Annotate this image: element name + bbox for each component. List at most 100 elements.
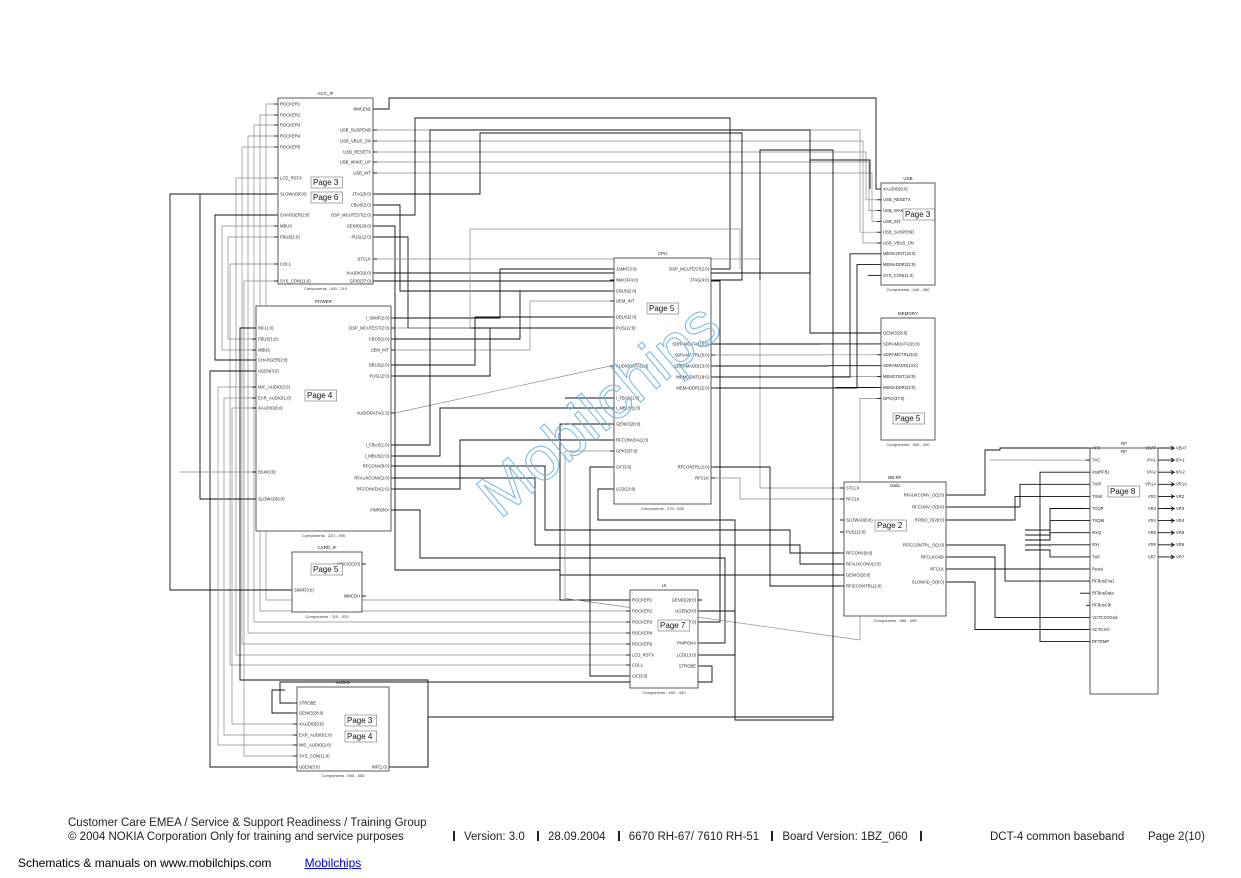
footer-models: 6670 RH-67/ 7610 RH-51 xyxy=(628,831,760,843)
pin-label: BSI#(3:0) xyxy=(258,469,276,474)
wire xyxy=(279,665,713,704)
wire xyxy=(394,365,611,414)
wire xyxy=(235,177,626,656)
pin-label: VR5 xyxy=(1148,530,1157,535)
pin-label: RFBusClk xyxy=(1092,603,1112,608)
wire xyxy=(253,124,626,623)
pin-label: PWRONX xyxy=(677,640,696,645)
page-label-box xyxy=(902,208,935,221)
bottom-text: Schematics & manuals on www.mobilchips.c… xyxy=(18,856,272,870)
page-label-box xyxy=(874,519,907,532)
pin-label: IotaRFB1 xyxy=(1092,470,1110,475)
wire xyxy=(377,97,877,190)
wire xyxy=(950,483,1086,508)
pin-label: AUDIODATA(1:3) xyxy=(357,410,390,415)
wire xyxy=(395,268,610,319)
pin-label: GENIO(28:0) xyxy=(846,572,871,577)
wire xyxy=(395,290,610,340)
page-label: Page 5 xyxy=(649,304,675,313)
pin-label: ROCKER5 xyxy=(280,144,301,149)
output-label: VR7 xyxy=(1176,554,1185,559)
pin-label: NMCIF(4:0) xyxy=(616,277,638,282)
pin-label: MIC_AUDIO(2:0) xyxy=(258,384,290,389)
pin-label: DBUS(2:0) xyxy=(616,314,637,319)
block-ui-title: UI xyxy=(662,583,667,588)
pin-label: DBUS(2:0) xyxy=(369,362,390,367)
wire xyxy=(395,228,741,329)
pin-label: LCD(13:0) xyxy=(616,486,636,491)
pin-label: I_MBUS(1:0) xyxy=(616,405,641,410)
pin-label: SLOWAD_O(6:0) xyxy=(912,579,945,584)
pin-label: RFCLK xyxy=(695,475,709,480)
pin-label: PWRONX xyxy=(370,507,389,512)
footer-board: Board Version: 1BZ_060 xyxy=(782,831,908,843)
block-power-title: POWER xyxy=(315,299,333,304)
pin-label: TXQP xyxy=(1092,506,1104,511)
pin-label: GENIO(28:0) xyxy=(883,330,908,335)
wire xyxy=(950,495,1086,521)
pin-label: GENIO(28:0) xyxy=(299,710,324,715)
pin-label: GENIO(28:0) xyxy=(672,597,697,602)
block-usb-outline xyxy=(880,182,936,286)
pin-label: RXQ xyxy=(1092,530,1102,535)
pin-label: SYS_CON(11:0) xyxy=(883,273,914,278)
pin-label: STROBE xyxy=(299,700,316,705)
pin-label: RFAUXCONV_O(2:0) xyxy=(904,492,945,497)
pin-label: VR4 xyxy=(1148,518,1157,523)
pin-label: I_MMCIO(3:0) xyxy=(333,561,360,566)
pin-label: GPIO(37:0) xyxy=(616,448,638,453)
pin-label: IPA1 xyxy=(1147,458,1156,463)
block-rf: RFRFAFCTXCIotaRFB1TXIPTXIMTXQPTXQMRXQRXI… xyxy=(1086,441,1187,695)
pin-label: VR3 xyxy=(1148,506,1157,511)
pin-label: MEMADDR(22:0) xyxy=(883,262,916,267)
pin-label: RFCLK xyxy=(846,496,860,501)
pin-label: INF(1:0) xyxy=(372,764,388,769)
wire xyxy=(950,581,1086,630)
pin-label: RFAUXCONV(2:0) xyxy=(846,561,881,566)
block-card-title: CARD_IF xyxy=(317,545,337,550)
pin-label: STCLK xyxy=(846,485,860,490)
pin-label: RFICCONTRL(2:0) xyxy=(846,583,882,588)
pin-label: SLOWAD(6:0) xyxy=(846,517,873,522)
wire xyxy=(393,716,833,768)
wire xyxy=(950,447,1086,496)
wire xyxy=(377,129,877,233)
wire xyxy=(395,407,610,457)
pin-label: RFCLK xyxy=(930,566,944,571)
pin-label: ROCKER3 xyxy=(632,619,653,624)
block-audio-outline xyxy=(296,686,390,772)
block-acc-components: Components : 100 - 210 xyxy=(304,286,348,291)
block-usb-components: Components : 440 - 450 xyxy=(887,287,931,292)
wire xyxy=(377,132,743,281)
pin-label: MEMCONT(18:0) xyxy=(676,374,709,379)
block-memory-title: MEMORY xyxy=(898,311,918,316)
wire xyxy=(214,214,274,361)
pin-label: RXI xyxy=(1092,542,1099,547)
pin-label: CBUS(2:0) xyxy=(351,202,372,207)
mobilchips-link[interactable]: Mobilchips xyxy=(304,856,362,870)
output-arrow xyxy=(1162,542,1176,548)
pin-label: GENIO(28:0) xyxy=(347,223,372,228)
pin-label: Reset xyxy=(1092,566,1104,571)
pin-label: XAUDIO(6:0) xyxy=(883,186,908,191)
pin-label: SIMIF(3:0) xyxy=(294,587,314,592)
block-power-outline xyxy=(255,305,392,532)
pin-label: MBUS xyxy=(258,347,270,352)
output-arrow xyxy=(1162,481,1176,487)
page-label-box xyxy=(310,191,343,204)
pin-label: ROCKER1 xyxy=(280,101,301,106)
wire xyxy=(221,225,274,351)
wire xyxy=(395,465,840,554)
pin-label: DSP_MCUTEST(2:0) xyxy=(669,266,709,271)
pin-label: I_FBUS(1:0) xyxy=(366,442,390,447)
block-acc-outline xyxy=(277,97,374,285)
pin-label: ROCKER3 xyxy=(280,122,301,127)
pin-label: RFCONV(9:0) xyxy=(363,463,390,468)
wire xyxy=(1025,549,1086,558)
pin-label: TXC xyxy=(1092,458,1100,463)
pin-label: MEMADDR(22:0) xyxy=(883,385,916,390)
pin-label: SLOWAD(6:0) xyxy=(280,191,307,196)
block-bbrf-components: Components : 480 - 499 xyxy=(874,618,918,623)
pin-label: RFTEMP xyxy=(1092,639,1109,644)
